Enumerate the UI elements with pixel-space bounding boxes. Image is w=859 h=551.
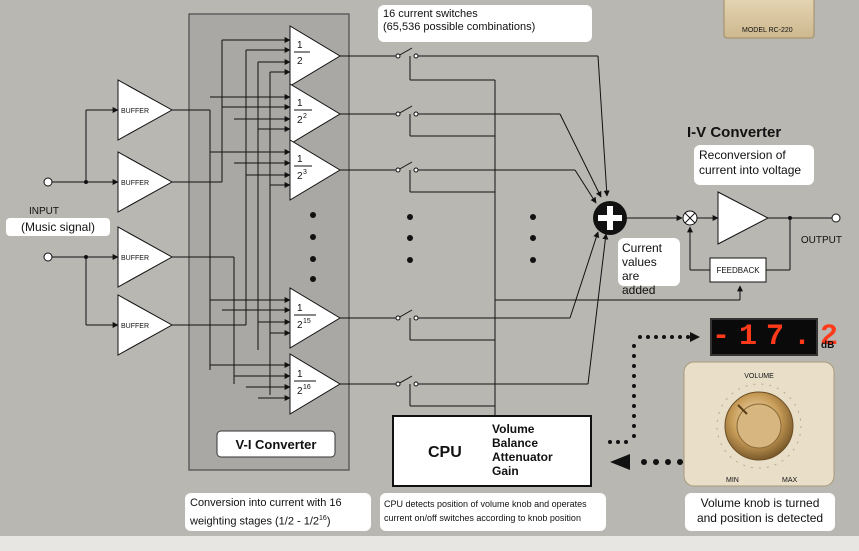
device-model: MODEL RC-220 — [742, 27, 793, 34]
input-note-box — [6, 218, 110, 236]
switch-note-line: 16 current switches — [383, 8, 478, 20]
buffer-1: BUFFER — [117, 79, 174, 141]
junction-dot — [84, 255, 88, 259]
vi-desc-end: ) — [326, 515, 331, 528]
weight-num: 1 — [297, 40, 303, 51]
bottom-band — [0, 536, 859, 551]
weight-amp-2: 1 2 2 — [289, 83, 341, 145]
input-signal-label: (Music signal) — [21, 220, 95, 234]
iv-amplifier — [717, 191, 770, 245]
weight-amp-3: 1 2 3 — [289, 139, 341, 201]
output-terminal — [831, 213, 841, 223]
input-wiring — [43, 107, 119, 328]
weight-den: 2 — [297, 56, 303, 67]
weight-amp-16: 1 2 16 — [289, 353, 341, 415]
weight-num: 1 — [297, 369, 303, 380]
vi-converter-title: V-I Converter — [236, 437, 317, 452]
weight-den: 2 — [297, 320, 303, 331]
device-photo: MODEL RC-220 — [723, 0, 815, 39]
knob-max: MAX — [782, 477, 798, 484]
buffer-label: BUFFER — [121, 180, 149, 187]
cpu-desc-line: current on/off switches according to kno… — [384, 513, 581, 523]
weight-den: 2 — [297, 115, 303, 126]
weight-exp: 15 — [303, 318, 311, 325]
knob-caption-line: and position is detected — [696, 511, 824, 525]
knob-min: MIN — [726, 477, 739, 484]
weight-den: 2 — [297, 171, 303, 182]
output-label: OUTPUT — [801, 235, 842, 246]
iv-note-line: current into voltage — [699, 163, 802, 177]
buffer-label: BUFFER — [121, 323, 149, 330]
weight-amp-15: 1 2 15 — [289, 287, 341, 349]
weight-amp-1: 1 2 — [289, 25, 341, 87]
weight-exp: 16 — [303, 384, 311, 391]
cpu-item: Attenuator — [492, 450, 553, 464]
junction-dot — [788, 216, 792, 220]
weight-num: 1 — [297, 303, 303, 314]
display-unit: dB — [821, 340, 835, 351]
vi-description: Conversion into current with 16 weightin… — [185, 493, 371, 531]
cpu-desc-line: CPU detects position of volume knob and … — [384, 499, 587, 509]
iv-note: Reconversion of current into voltage — [694, 145, 814, 185]
vi-desc-line-2: weighting stages (1/2 - 1/216) — [190, 511, 366, 530]
weight-exp: 2 — [303, 113, 307, 120]
weight-num: 1 — [297, 98, 303, 109]
summing-node — [593, 201, 627, 235]
volume-display: -17.2 — [710, 318, 848, 356]
sum-note-line: Current — [622, 241, 663, 255]
dotted-connector — [608, 332, 700, 470]
buffer-label: BUFFER — [121, 255, 149, 262]
weight-den: 2 — [297, 386, 303, 397]
feedback-label: FEEDBACK — [716, 266, 760, 275]
sum-note: Current values are added — [618, 238, 680, 297]
weight-exp: 3 — [303, 169, 307, 176]
cpu-item: Gain — [492, 464, 519, 478]
knob-caption: Volume knob is turned and position is de… — [685, 493, 835, 531]
output-wiring — [627, 210, 832, 271]
knob-label: VOLUME — [744, 373, 774, 380]
vi-converter-panel — [188, 13, 350, 471]
iv-note-line: Reconversion of — [699, 148, 786, 162]
cpu-item: Balance — [492, 436, 538, 450]
junction-dot — [84, 180, 88, 184]
iv-converter-title: I-V Converter — [687, 124, 781, 141]
input-label: INPUT — [29, 206, 59, 217]
cpu-box — [392, 415, 592, 487]
vi-desc-line: Conversion into current with 16 — [190, 497, 342, 509]
buffer-label: BUFFER — [121, 108, 149, 115]
vi-title-box — [216, 430, 336, 458]
bus-wiring — [172, 37, 291, 401]
volume-knob-photo: VOLUME MIN MAX — [683, 361, 835, 487]
buffer-3: BUFFER — [117, 226, 174, 288]
buffer-4: BUFFER — [117, 294, 174, 356]
knob-caption-line: Volume knob is turned — [700, 496, 820, 510]
feedback-box — [709, 257, 767, 283]
switch-note: 16 current switches (65,536 possible com… — [378, 5, 592, 42]
buffer-2: BUFFER — [117, 151, 174, 213]
vi-desc-sup: 16 — [319, 515, 327, 522]
ellipsis-dots — [310, 212, 536, 282]
vi-desc-text: weighting stages (1/2 - 1/2 — [190, 515, 320, 528]
cpu-description: CPU detects position of volume knob and … — [380, 493, 606, 531]
switch-contacts — [395, 53, 419, 387]
sum-note-line: values — [622, 255, 657, 269]
switch-wiring — [340, 47, 743, 416]
cpu-item: Volume — [492, 422, 535, 436]
cpu-label: CPU — [428, 444, 462, 461]
switch-note-line: (65,536 possible combinations) — [383, 21, 536, 33]
weight-num: 1 — [297, 154, 303, 165]
sum-note-line: are added — [622, 269, 656, 297]
